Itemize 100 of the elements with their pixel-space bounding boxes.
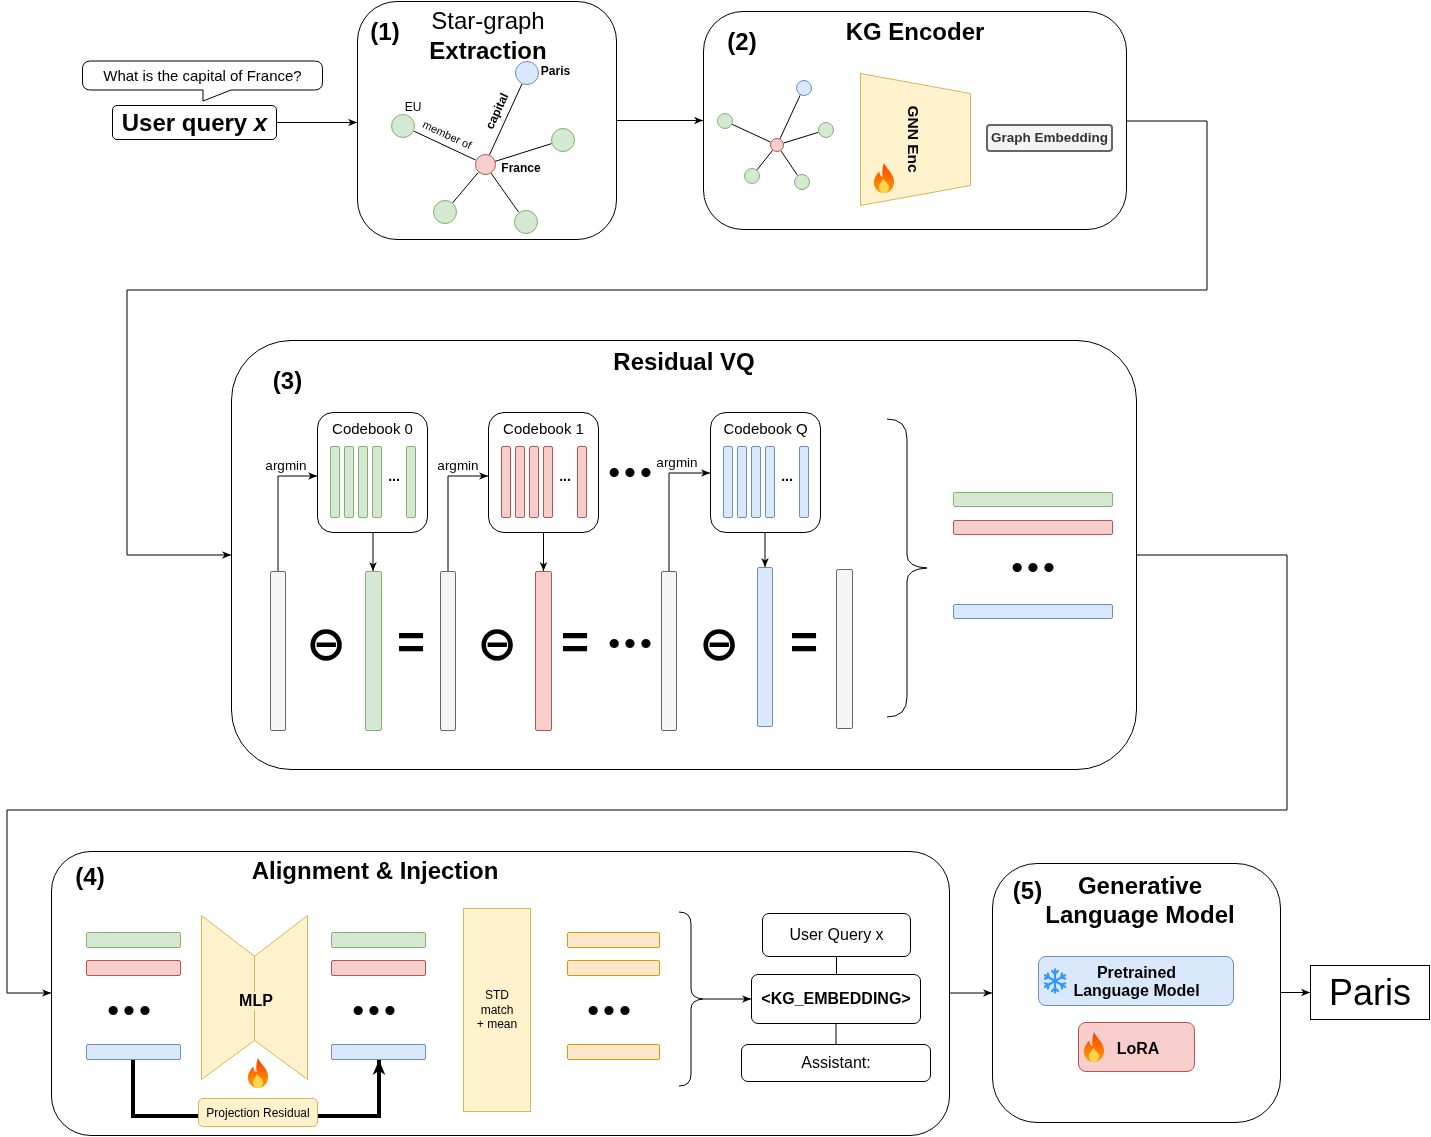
vector-bar — [331, 932, 426, 948]
connector-line — [756, 149, 774, 171]
arrow — [369, 532, 377, 572]
vector-bar — [86, 1044, 181, 1060]
vector-bar — [567, 1044, 660, 1060]
arrow — [6, 554, 1288, 997]
arrow — [1280, 988, 1311, 997]
connector-line — [780, 150, 798, 176]
ellipsis-dots: ••• — [351, 1003, 400, 1017]
connector-line — [413, 130, 476, 161]
normalization-box: STD match + mean — [463, 908, 531, 1112]
node-label: LoRA — [1116, 1040, 1160, 1058]
vector-bar — [331, 1044, 426, 1060]
codebook-title: Codebook 0 — [332, 420, 413, 438]
step-number: (2) — [727, 28, 757, 56]
circled-minus: ⊖ — [305, 623, 347, 663]
graph-node — [795, 80, 812, 96]
codebook-panel — [317, 412, 428, 533]
mlp-bowtie — [201, 915, 308, 1088]
graph-node — [551, 128, 575, 152]
entity-label: EU — [404, 100, 422, 114]
stage-panel — [703, 11, 1127, 230]
codebook-title: Codebook Q — [723, 420, 808, 438]
vector-bar — [661, 571, 677, 731]
arrow — [949, 989, 993, 997]
step-number: (1) — [370, 18, 400, 46]
connector-line — [836, 956, 837, 975]
vector-bar — [953, 604, 1113, 619]
panel-title: KG Encoder — [845, 18, 985, 46]
vector-bar — [567, 932, 660, 948]
codebook-panel — [710, 412, 821, 533]
ellipsis-text: ... — [781, 471, 793, 481]
ellipsis-text: ... — [559, 471, 571, 481]
arrow — [616, 116, 704, 125]
graph-node — [474, 154, 496, 175]
graph-node — [391, 114, 415, 138]
node-label: Pretrained Language Model — [1072, 964, 1201, 1000]
panel-title: Generative Language Model — [1044, 871, 1236, 929]
connector-line — [488, 83, 523, 156]
graph-node — [433, 200, 457, 224]
residual-box: Projection Residual — [198, 1098, 318, 1127]
panel-title: Alignment & Injection — [251, 857, 499, 885]
prompt-box: Assistant: — [741, 1044, 931, 1082]
step-number: (4) — [75, 863, 105, 891]
circled-minus: ⊖ — [476, 623, 518, 663]
connector-line — [779, 94, 801, 140]
equals-sign: = — [397, 628, 425, 658]
token-box: <KG_EMBEDDING> — [751, 974, 921, 1024]
adapter-box — [1078, 1022, 1195, 1072]
step-number: (3) — [272, 367, 303, 395]
arrow — [702, 995, 752, 1003]
arrow — [668, 469, 711, 572]
vector-bar — [953, 520, 1113, 535]
node-label: GNN Enc — [904, 105, 922, 173]
entity-label: France — [501, 161, 541, 175]
stage-panel — [992, 863, 1281, 1123]
vector-bar — [535, 571, 552, 731]
graph-node — [818, 122, 834, 138]
vector-bar — [86, 960, 181, 976]
query-box: User query x — [112, 105, 277, 140]
connector-line — [490, 172, 520, 213]
stage-panel — [231, 340, 1137, 770]
codebook-panel — [488, 412, 599, 533]
panel-title: Residual VQ — [613, 348, 755, 376]
arrow — [276, 118, 358, 127]
connector-line — [731, 123, 772, 143]
encoder-trapezoid — [860, 73, 971, 206]
connector-line — [783, 131, 819, 144]
output-box: Paris — [1310, 965, 1430, 1020]
prompt-box: User Query x — [762, 913, 911, 957]
circled-minus: ⊖ — [698, 623, 740, 663]
ellipsis-dots: ••• — [607, 636, 656, 650]
equals-sign: = — [561, 628, 589, 658]
model-box — [1038, 956, 1234, 1006]
connector-line — [835, 1023, 837, 1045]
graph-node — [794, 174, 810, 190]
graph-node — [744, 168, 760, 184]
vector-bar — [440, 571, 456, 731]
step-number: (5) — [1012, 877, 1043, 905]
panel-title: Star-graph Extraction — [428, 6, 548, 66]
connector-line — [452, 172, 479, 204]
stage-panel — [51, 851, 950, 1136]
node-label: MLP — [237, 992, 275, 1010]
speech-bubble: What is the capital of France? — [82, 60, 323, 102]
vector-bar — [567, 960, 660, 976]
ellipsis-text: ... — [388, 471, 400, 481]
arrow — [277, 472, 318, 572]
vector-bar — [836, 569, 853, 729]
ellipsis-dots: ••• — [607, 465, 656, 479]
arrow — [126, 120, 1208, 559]
vector-bar — [86, 932, 181, 948]
graph-node — [770, 138, 784, 152]
codebook-title: Codebook 1 — [503, 420, 584, 438]
connector-line — [131, 1060, 198, 1118]
vector-bar — [953, 492, 1113, 507]
vector-bar — [364, 571, 382, 731]
graph-node — [513, 210, 538, 234]
ellipsis-dots: ••• — [586, 1003, 635, 1017]
entity-label: Paris — [540, 64, 571, 78]
equals-sign: = — [790, 628, 818, 658]
